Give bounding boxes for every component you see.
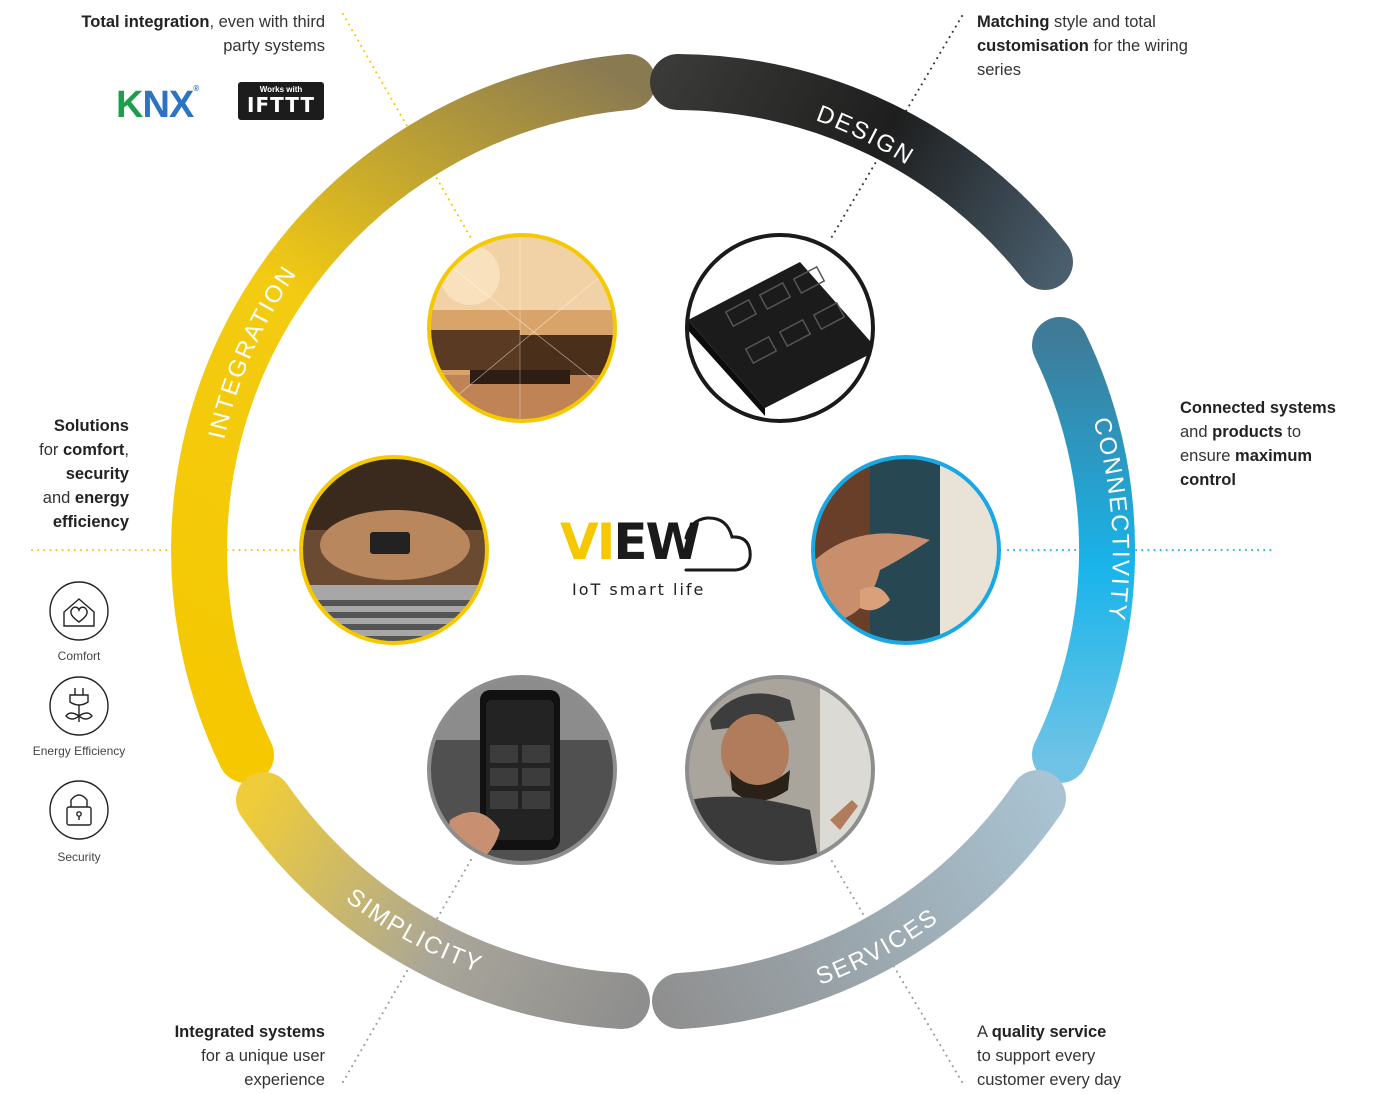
note-integration-text: , even with third xyxy=(209,13,325,31)
view-logo: VIEW IoT smart life xyxy=(560,512,760,602)
knx-logo-k: K xyxy=(116,84,143,126)
leader-services xyxy=(829,857,963,1083)
plug-leaf-icon xyxy=(49,676,109,736)
view-logo-wordmark: VIEW xyxy=(560,512,701,572)
leader-lines xyxy=(31,13,1273,1083)
heart-home-icon xyxy=(49,581,109,641)
note-services-pre: A xyxy=(977,1023,992,1041)
view-logo-ew: EW xyxy=(613,513,700,571)
note-connectivity-bold1: Connected systems xyxy=(1180,399,1336,417)
cloud-icon xyxy=(684,516,752,572)
note-solutions-bold3: security xyxy=(65,465,129,483)
note-simplicity-line2: for a unique user xyxy=(201,1047,325,1065)
caption-security: Security xyxy=(57,850,101,864)
note-simplicity: Integrated systems for a unique user exp… xyxy=(20,1020,325,1092)
note-solutions-bold4: energy xyxy=(74,489,129,507)
view-logo-vi: VI xyxy=(560,513,615,571)
note-integration: Total integration, even with third party… xyxy=(20,10,325,58)
note-simplicity-line3: experience xyxy=(244,1071,325,1089)
photo-finger-touch xyxy=(811,455,1001,645)
note-solutions-pre2: for xyxy=(39,441,63,459)
note-integration-bold: Total integration xyxy=(81,13,210,31)
photo-wall-panel xyxy=(685,233,875,423)
note-connectivity-rest2: to xyxy=(1282,423,1302,441)
note-design-bold1: Matching xyxy=(977,13,1050,31)
segment-design-arc xyxy=(650,54,1073,290)
leader-integration xyxy=(342,13,473,241)
note-design-bold2: customisation xyxy=(977,37,1089,55)
knx-logo-reg: ® xyxy=(193,84,199,93)
note-design-text1: style and total xyxy=(1049,13,1156,31)
note-solutions-bold1: Solutions xyxy=(53,417,129,435)
photo-installer xyxy=(685,675,875,865)
note-design: Matching style and total customisation f… xyxy=(977,10,1277,82)
note-solutions-bold5: efficiency xyxy=(52,513,129,531)
view-logo-tagline: IoT smart life xyxy=(572,580,706,599)
note-solutions-pre4: and xyxy=(42,489,75,507)
ifttt-badge: Works with IFTTT xyxy=(238,82,324,120)
lock-icon xyxy=(49,780,109,840)
note-design-line3: series xyxy=(977,61,1022,79)
photo-laptop-phone xyxy=(299,455,489,645)
note-solutions: Solutions for comfort, security and ener… xyxy=(0,414,129,534)
caption-energy-efficiency: Energy Efficiency xyxy=(32,744,126,758)
leader-simplicity xyxy=(342,857,473,1083)
ifttt-badge-big: IFTTT xyxy=(247,93,315,117)
note-connectivity-pre3: ensure xyxy=(1180,447,1236,465)
ring xyxy=(171,54,1136,1029)
segment-integration-arc xyxy=(171,54,656,783)
note-connectivity-bold3: maximum xyxy=(1235,447,1313,465)
segment-simplicity-arc xyxy=(236,772,650,1029)
note-connectivity-pre2: and xyxy=(1180,423,1213,441)
note-solutions-rest2: , xyxy=(124,441,129,459)
note-services: A quality service to support every custo… xyxy=(977,1020,1277,1092)
leader-design xyxy=(829,15,963,241)
segment-connectivity-arc xyxy=(1032,317,1136,783)
knx-logo-x: X xyxy=(168,84,194,126)
note-connectivity: Connected systems and products to ensure… xyxy=(1180,396,1375,492)
segment-services-arc xyxy=(652,770,1066,1029)
note-connectivity-bold4: control xyxy=(1180,471,1236,489)
knx-logo-n: N xyxy=(142,84,169,126)
note-simplicity-bold: Integrated systems xyxy=(174,1023,325,1041)
note-integration-line2: party systems xyxy=(223,37,325,55)
ifttt-badge-small: Works with xyxy=(259,85,303,94)
note-connectivity-bold2: products xyxy=(1212,423,1283,441)
note-services-line3: customer every day xyxy=(977,1071,1121,1089)
caption-comfort: Comfort xyxy=(57,649,101,663)
photo-living-room xyxy=(427,233,617,423)
note-solutions-bold2: comfort xyxy=(62,441,125,459)
photo-smartphone-app xyxy=(427,675,617,865)
knx-logo: KNX® xyxy=(116,84,199,127)
note-services-bold: quality service xyxy=(991,1023,1107,1041)
note-services-line2: to support every xyxy=(977,1047,1096,1065)
note-design-text2: for the wiring xyxy=(1088,37,1188,55)
